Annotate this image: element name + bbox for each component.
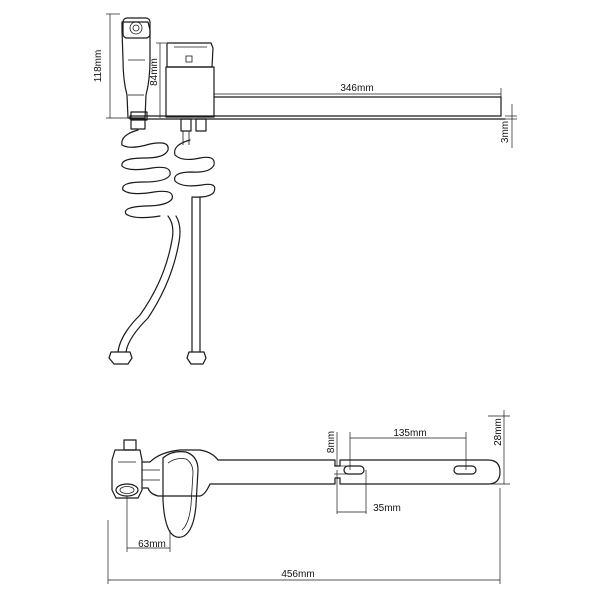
dim-label-35: 35mm	[373, 503, 401, 514]
side-view: 118mm 84mm 346mm 3mm	[93, 13, 517, 365]
side-flex-hoses	[108, 197, 207, 365]
dim-label-346: 346mm	[340, 83, 373, 94]
dim-label-84: 84mm	[149, 58, 160, 86]
dim-label-28: 28mm	[493, 418, 504, 446]
top-view: 135mm 28mm 8mm 35mm 63mm	[107, 410, 510, 584]
dim-label-63: 63mm	[138, 539, 166, 550]
dim-label-3: 3mm	[500, 121, 511, 143]
dim-side-118: 118mm	[93, 13, 128, 119]
top-body-spout	[141, 449, 501, 538]
side-spout	[129, 96, 506, 120]
side-valve-body	[165, 42, 215, 118]
dim-top-28: 28mm	[488, 410, 510, 485]
dim-top-456: 456mm	[107, 488, 501, 584]
dim-label-8: 8mm	[326, 431, 337, 453]
dim-label-456: 456mm	[281, 569, 314, 580]
dim-top-35: 35mm	[336, 470, 401, 514]
dim-top-63: 63mm	[126, 496, 171, 552]
dim-label-135: 135mm	[393, 428, 426, 439]
top-handset	[111, 439, 143, 499]
dim-label-118: 118mm	[93, 50, 104, 83]
dim-top-8: 8mm	[326, 431, 346, 475]
dim-top-135: 135mm	[349, 428, 467, 470]
side-coiled-hose	[121, 129, 216, 219]
dim-side-84: 84mm	[149, 42, 166, 118]
side-handset	[121, 17, 151, 121]
dim-side-3: 3mm	[500, 104, 517, 148]
dim-side-346: 346mm	[214, 83, 502, 97]
side-fittings	[130, 118, 207, 145]
